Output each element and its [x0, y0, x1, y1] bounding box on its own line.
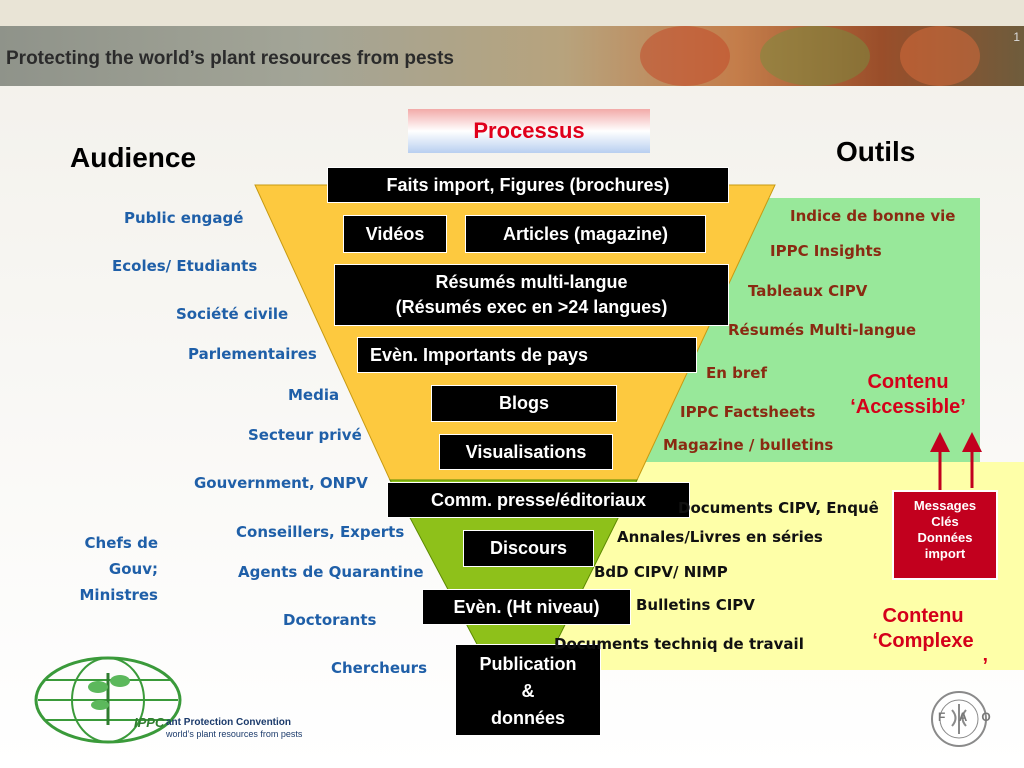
banner-plant-decoration — [900, 26, 980, 86]
process-comm-presse: Comm. presse/éditoriaux — [387, 482, 690, 518]
audience-chefs-line: Chefs de — [84, 534, 158, 552]
contenu-accessible-line: Contenu — [867, 371, 949, 393]
fao-logo-icon — [931, 691, 987, 747]
audience-ecoles: Ecoles/ Etudiants — [112, 257, 258, 275]
process-resumes: Résumés multi-langue (Résumés exec en >2… — [334, 264, 729, 326]
contenu-complexe-line: ’ — [982, 655, 988, 677]
top-strip — [0, 0, 1024, 26]
audience-chefs-line: Gouv; — [108, 560, 158, 578]
processus-heading: Processus — [408, 109, 650, 153]
audience-gouvernment: Gouvernment, ONPV — [194, 474, 368, 492]
ippc-logo: IPPC ant Protection Convention world’s p… — [30, 655, 305, 745]
audience-chefs: Chefs de Gouv; Ministres — [60, 530, 159, 608]
audience-chefs-line: Ministres — [79, 586, 159, 604]
fao-logo: FAO — [930, 690, 1005, 748]
tool-indice: Indice de bonne vie — [790, 207, 956, 225]
ippc-logo-text: IPPC — [134, 715, 165, 730]
tool-insights: IPPC Insights — [770, 242, 882, 260]
fao-logo-letters: FAO — [938, 710, 1005, 724]
audience-parlementaires: Parlementaires — [188, 345, 317, 363]
process-videos: Vidéos — [343, 215, 447, 253]
audience-heading: Audience — [70, 142, 197, 173]
banner-plant-decoration — [640, 26, 730, 86]
contenu-complexe-line: ‘Complexe — [872, 630, 974, 652]
messages-line: Données — [917, 530, 973, 545]
process-publication: Publication & données — [455, 644, 601, 736]
process-blogs: Blogs — [431, 385, 617, 422]
header-banner: Protecting the world’s plant resources f… — [0, 26, 1024, 86]
audience-secteur: Secteur privé — [248, 426, 362, 444]
audience-public: Public engagé — [124, 209, 244, 227]
tool-bulletins: Bulletins CIPV — [636, 596, 755, 614]
contenu-complexe-label: Contenu ‘Complexe ’ — [850, 604, 996, 679]
banner-plant-decoration — [760, 26, 870, 86]
process-discours: Discours — [463, 530, 594, 567]
audience-media: Media — [288, 386, 340, 404]
tool-factsheets: IPPC Factsheets — [680, 403, 816, 421]
process-publication-line: Publication — [479, 654, 577, 674]
arrow-head — [930, 432, 950, 452]
process-resumes-line: (Résumés exec en >24 langues) — [395, 297, 668, 317]
slide-number: 1 — [1013, 30, 1020, 44]
ippc-logo-line: ant Protection Convention — [166, 717, 291, 728]
process-evenements-pays: Evèn. Importants de pays — [357, 337, 697, 373]
contenu-complexe-line: Contenu — [882, 605, 964, 627]
ippc-logo-tagline: world’s plant resources from pests — [166, 729, 303, 739]
process-publication-line: données — [490, 708, 565, 728]
process-visualisations: Visualisations — [439, 434, 613, 470]
banner-title: Protecting the world’s plant resources f… — [6, 48, 455, 69]
messages-line: import — [924, 546, 966, 561]
tool-annales: Annales/Livres en séries — [617, 528, 823, 546]
tool-resumes: Résumés Multi-langue — [728, 321, 917, 339]
process-articles: Articles (magazine) — [465, 215, 706, 253]
tool-tableaux: Tableaux CIPV — [748, 282, 868, 300]
audience-conseillers: Conseillers, Experts — [236, 523, 405, 541]
ippc-globe-icon — [34, 656, 182, 744]
tool-bdd: BdD CIPV/ NIMP — [594, 563, 728, 581]
messages-box: Messages Clés Données import — [892, 490, 998, 580]
contenu-accessible-label: Contenu ‘Accessible’ — [828, 370, 988, 420]
tool-documents: Documents CIPV, Enquê — [678, 499, 879, 517]
contenu-accessible-line: ‘Accessible’ — [850, 396, 966, 418]
tool-en-bref: En bref — [706, 364, 767, 382]
audience-chercheurs: Chercheurs — [331, 659, 428, 677]
process-resumes-line: Résumés multi-langue — [435, 272, 628, 292]
process-faits: Faits import, Figures (brochures) — [327, 167, 729, 203]
tool-magazine: Magazine / bulletins — [663, 436, 834, 454]
arrow-head — [962, 432, 982, 452]
tool-techniq: Documents techniq de travail — [554, 635, 804, 653]
process-publication-line: & — [521, 681, 535, 701]
messages-line: Messages — [913, 498, 977, 513]
audience-doctorants: Doctorants — [283, 611, 377, 629]
audience-societe: Société civile — [176, 305, 289, 323]
process-evenements-ht: Evèn. (Ht niveau) — [422, 589, 631, 625]
audience-agents: Agents de Quarantine — [238, 563, 424, 581]
outils-heading: Outils — [836, 136, 916, 167]
messages-line: Clés — [931, 514, 959, 529]
